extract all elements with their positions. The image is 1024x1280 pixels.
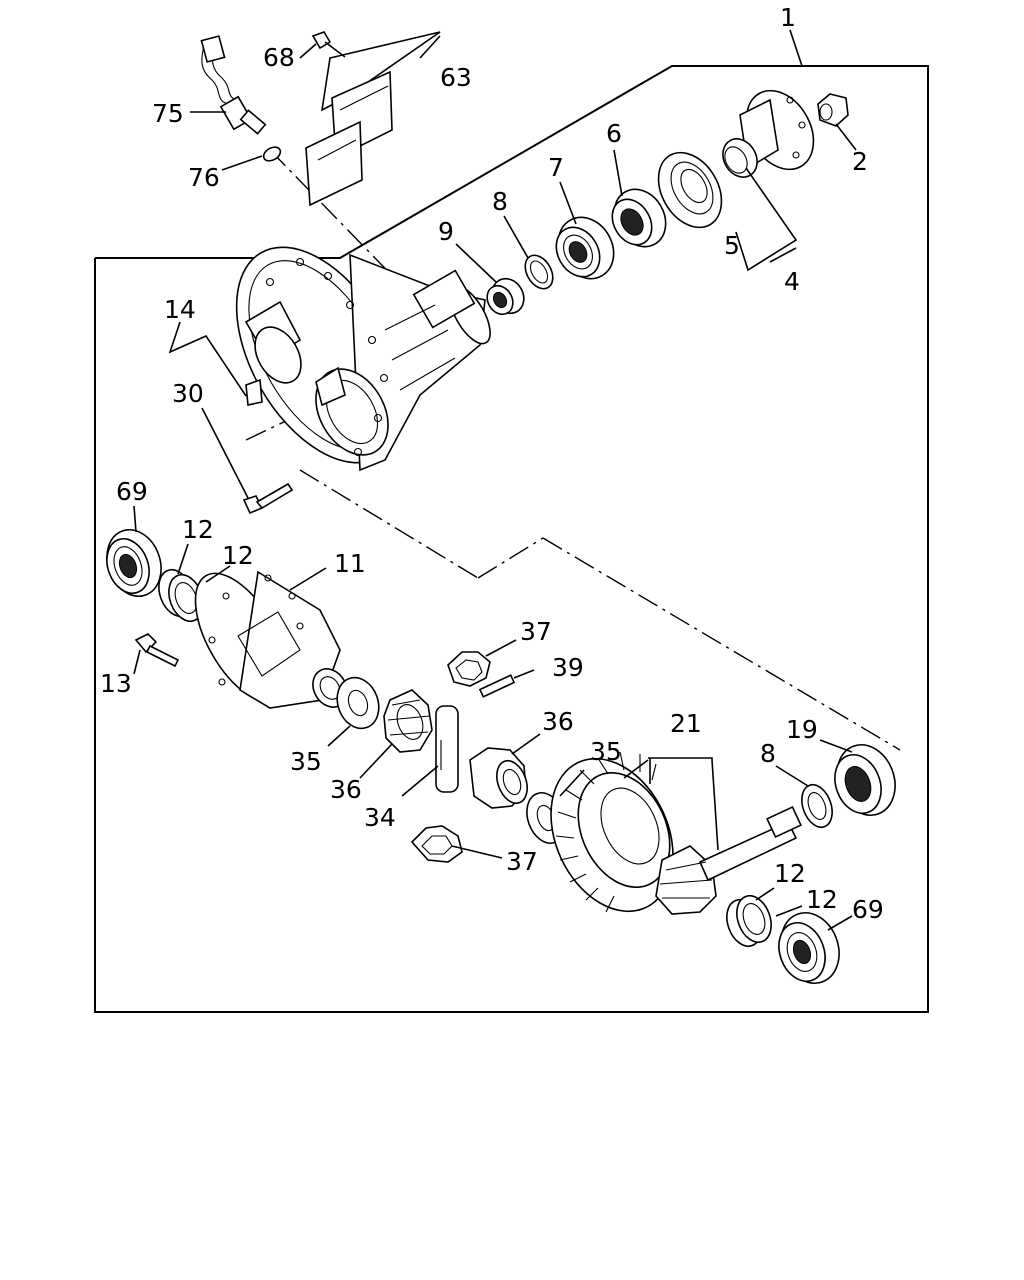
callout-12-b: 12	[222, 541, 254, 570]
callout-labels: 1 2 4 5 6 7 8 9 63 68 75 76 14 30 69 12 …	[100, 3, 884, 924]
leader-lines	[133, 29, 857, 931]
callout-36-left: 36	[330, 775, 362, 804]
callout-12-d: 12	[806, 885, 838, 914]
assembly-frame	[94, 65, 929, 1013]
pinion-gear-part-bottom	[410, 825, 463, 863]
bearing-part-69-left	[106, 529, 162, 597]
nut-part	[817, 93, 849, 127]
callout-4: 4	[784, 267, 800, 296]
callout-75: 75	[152, 99, 184, 128]
side-gear-part-left	[383, 689, 433, 753]
callout-8-top: 8	[492, 187, 508, 216]
spacer-part	[524, 254, 554, 290]
oil-seal-part	[657, 151, 723, 229]
callout-36-right: 36	[542, 707, 574, 736]
callout-69-left: 69	[116, 477, 148, 506]
callout-9: 9	[438, 217, 454, 246]
bearing-part-69-right	[778, 912, 840, 984]
o-ring-part	[262, 146, 282, 162]
callout-1: 1	[780, 3, 796, 32]
callout-30: 30	[172, 379, 204, 408]
callout-37-top: 37	[520, 617, 552, 646]
bearing-part-6	[611, 188, 667, 248]
housing-part	[235, 246, 491, 472]
bolt-part-13	[134, 633, 180, 668]
bracket-part	[305, 31, 441, 207]
callout-39: 39	[552, 653, 584, 682]
ring-gear-part	[550, 751, 674, 913]
pinion-gear-part-top	[447, 651, 491, 687]
washer-part-8	[801, 783, 833, 829]
callout-69-right: 69	[852, 895, 884, 924]
callout-68: 68	[263, 43, 295, 72]
cross-shaft-part	[435, 705, 459, 793]
callout-76: 76	[188, 163, 220, 192]
differential-case-part	[194, 570, 348, 709]
callout-19: 19	[786, 715, 818, 744]
side-gear-part-right	[469, 747, 528, 809]
callout-35-right: 35	[590, 737, 622, 766]
callout-12-a: 12	[182, 515, 214, 544]
pin-part	[478, 674, 516, 698]
callout-14: 14	[164, 295, 196, 324]
callout-13: 13	[100, 669, 132, 698]
callout-8-right: 8	[760, 739, 776, 768]
collar-part	[486, 277, 525, 316]
drive-pinion-part	[655, 805, 802, 915]
callout-5: 5	[724, 231, 740, 260]
speed-sensor-part	[200, 35, 267, 135]
callout-12-c: 12	[774, 859, 806, 888]
bearing-part-7	[555, 216, 615, 280]
shim-part-left	[158, 568, 204, 623]
callout-37-bottom: 37	[506, 847, 538, 876]
bearing-part-19	[834, 744, 896, 816]
flange-part	[722, 89, 815, 178]
callout-35-left: 35	[290, 747, 322, 776]
bolt-part-30	[242, 482, 294, 515]
bolt-part-68	[311, 31, 346, 58]
callout-63: 63	[440, 63, 472, 92]
callout-34: 34	[364, 803, 396, 832]
callout-11: 11	[334, 549, 366, 578]
callout-2: 2	[852, 147, 868, 176]
thrust-washer-part-left	[336, 676, 380, 730]
callout-21: 21	[670, 709, 702, 738]
callout-7: 7	[548, 153, 564, 182]
callout-6: 6	[606, 119, 622, 148]
shim-part-right	[726, 894, 772, 948]
